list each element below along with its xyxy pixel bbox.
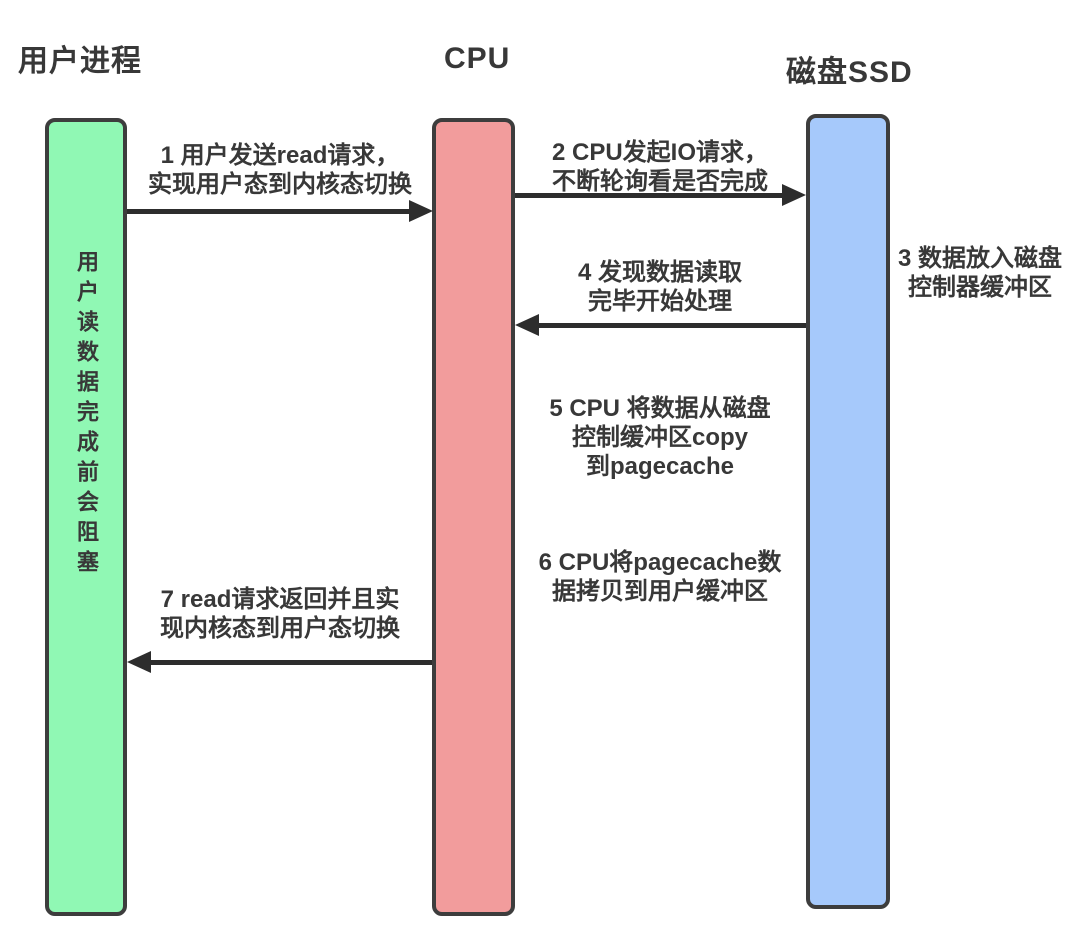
lifeline-bar-cpu [432,118,515,916]
message-1-label: 1 用户发送read请求， 实现用户态到内核态切换 [148,142,412,198]
arrowhead-right-icon [409,200,433,222]
message-2-label: 2 CPU发起IO请求， 不断轮询看是否完成 [551,139,769,195]
user-blocking-note: 用户读数据完成前会阻塞 [45,250,127,610]
arrow-7-cpu-to-user-line [149,660,432,665]
arrowhead-left-icon [127,651,151,673]
lifeline-title-user-process: 用户进程 [18,45,142,78]
message-7-label: 7 read请求返回并且实 现内核态到用户态切换 [160,586,400,642]
message-3-label: 3 数据放入磁盘 控制器缓冲区 [897,245,1062,301]
lifeline-bar-disk-ssd [806,114,890,909]
lifeline-bar-user-process [45,118,127,916]
arrowhead-right-icon [782,184,806,206]
user-blocking-note-text: 用户读数据完成前会阻塞 [74,250,99,580]
message-5-label: 5 CPU 将数据从磁盘 控制缓冲区copy 到pagecache [549,395,771,480]
arrow-2-cpu-to-ssd-line [515,193,785,198]
arrow-4-ssd-to-cpu-line [537,323,806,328]
message-4-label: 4 发现数据读取 完毕开始处理 [577,259,742,315]
arrow-1-user-to-cpu-line [127,209,415,214]
lifeline-title-disk-ssd: 磁盘SSD [786,56,913,89]
message-6-label: 6 CPU将pagecache数 据拷贝到用户缓冲区 [538,549,782,605]
arrowhead-left-icon [515,314,539,336]
lifeline-title-cpu: CPU [444,42,511,75]
